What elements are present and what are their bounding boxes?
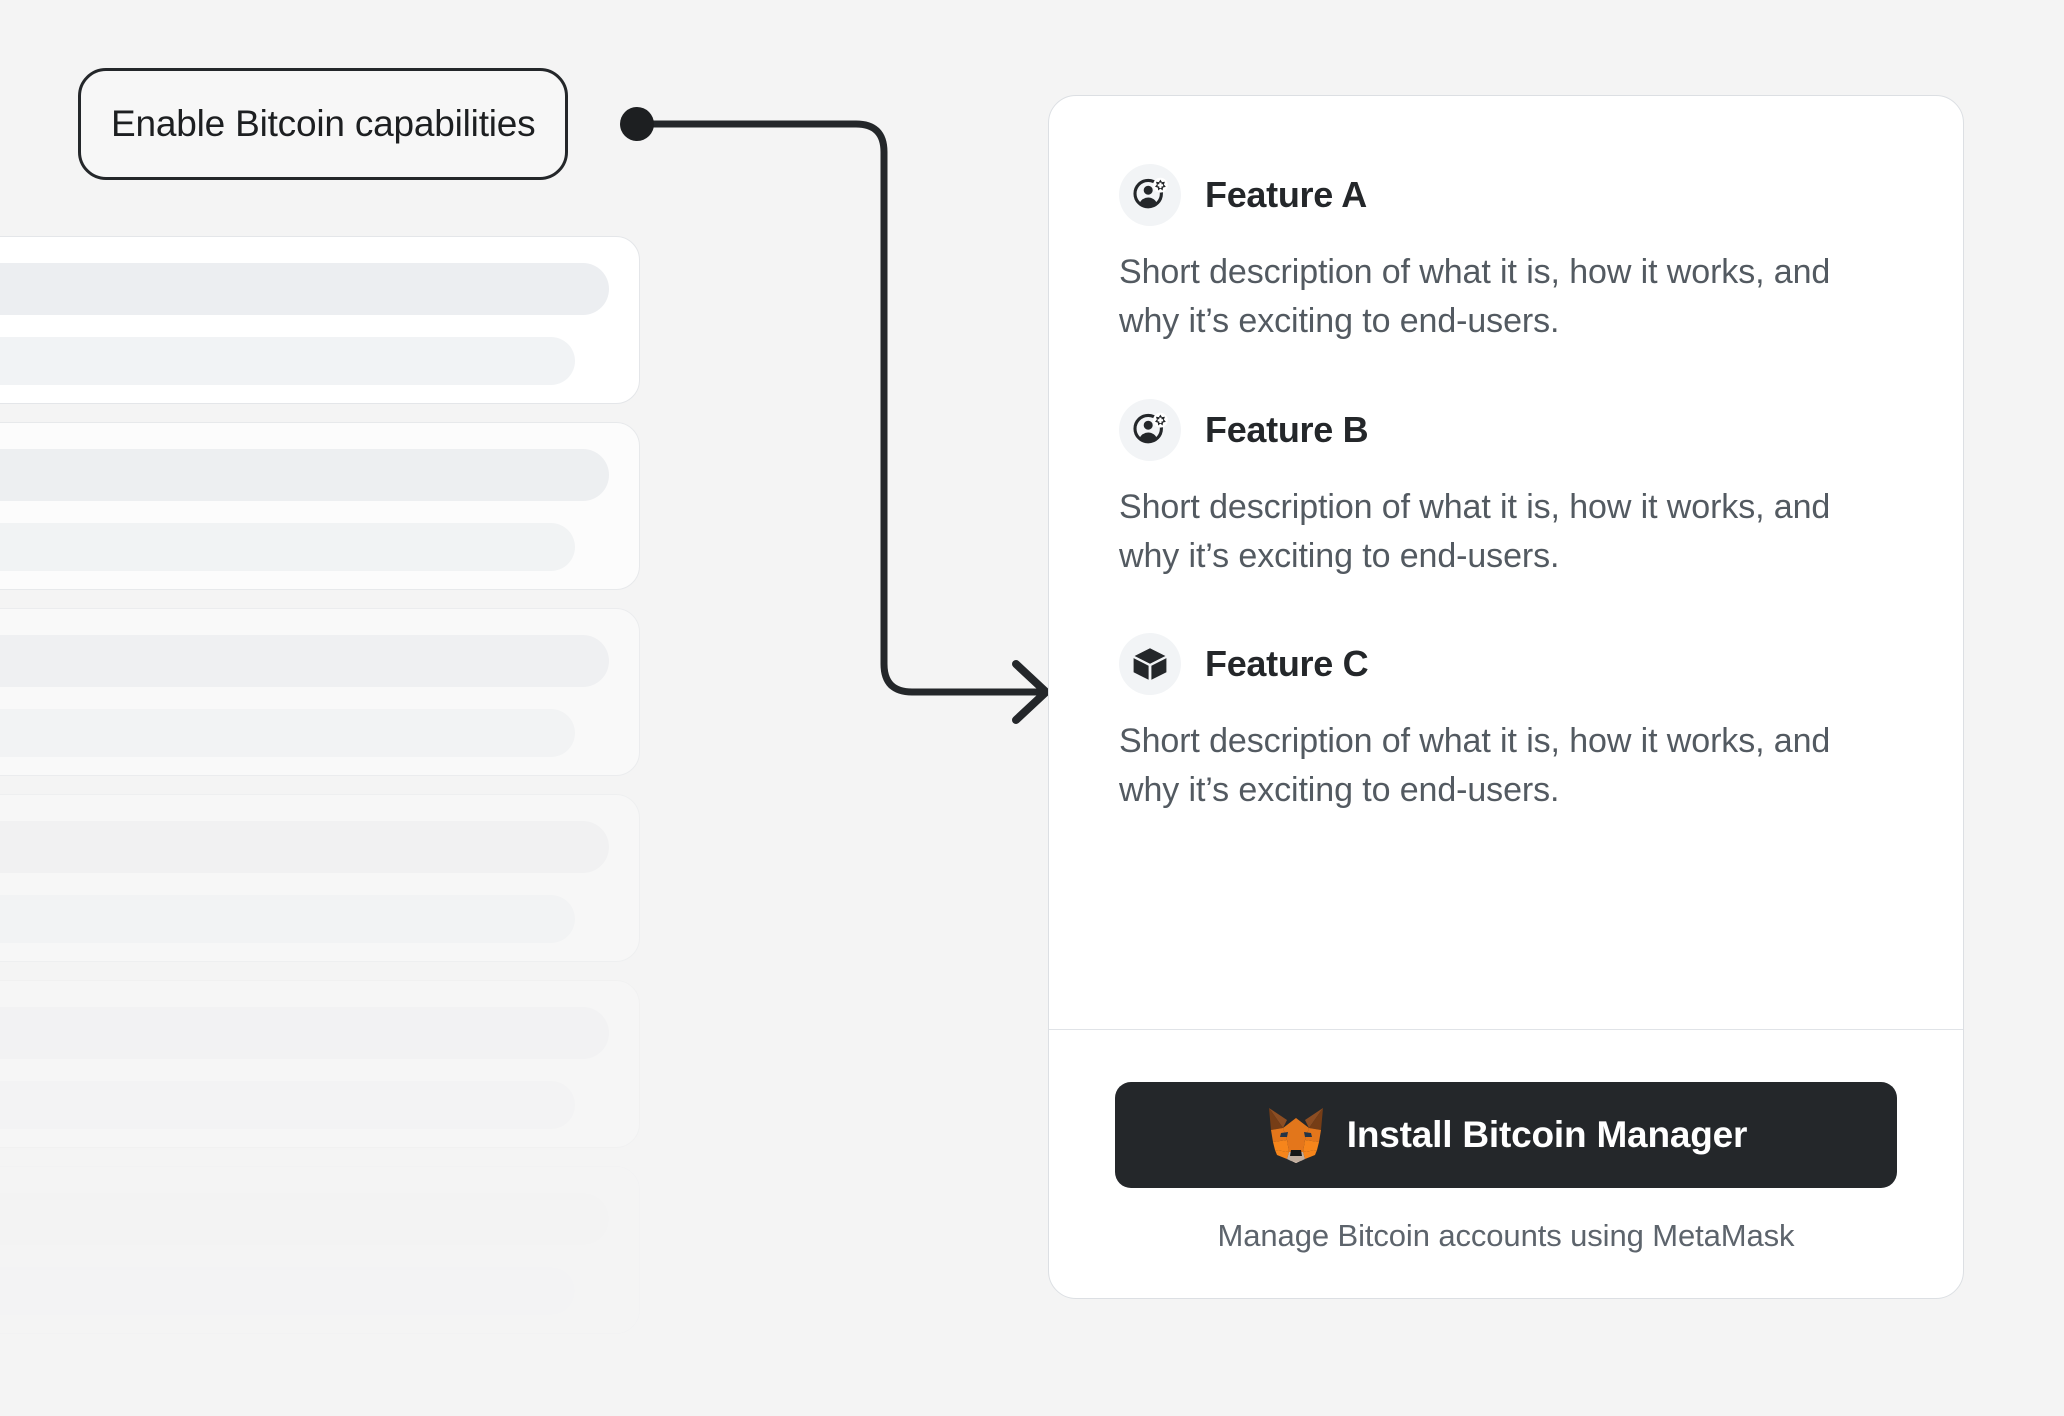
skeleton-card	[0, 980, 640, 1148]
skeleton-card	[0, 422, 640, 590]
skeleton-bar	[0, 821, 609, 873]
skeleton-bar	[0, 263, 609, 315]
skeleton-bar	[0, 635, 609, 687]
skeleton-bar	[0, 523, 576, 571]
install-bitcoin-manager-button[interactable]: Install Bitcoin Manager	[1115, 1082, 1897, 1188]
background-skeleton-list	[0, 236, 640, 1416]
feature-header: Feature A	[1119, 164, 1893, 226]
annotation-label: Enable Bitcoin capabilities	[111, 103, 536, 144]
card-footer: Install Bitcoin Manager Manage Bitcoin a…	[1049, 1030, 1963, 1298]
feature-item: Feature B Short description of what it i…	[1119, 398, 1893, 582]
skeleton-bar	[0, 1267, 576, 1315]
card-divider	[1049, 1029, 1963, 1030]
feature-list: Feature A Short description of what it i…	[1049, 96, 1963, 977]
feature-card: Feature A Short description of what it i…	[1048, 95, 1964, 1299]
feature-item: Feature C Short description of what it i…	[1119, 633, 1893, 816]
skeleton-bar	[0, 1193, 609, 1245]
feature-header: Feature C	[1119, 633, 1893, 696]
skeleton-bar	[0, 709, 576, 757]
skeleton-card	[0, 236, 640, 404]
skeleton-bar	[0, 1081, 576, 1129]
cube-icon	[1119, 633, 1181, 696]
skeleton-card	[0, 1166, 640, 1334]
connector-path	[636, 120, 1044, 696]
feature-title: Feature A	[1205, 174, 1368, 215]
skeleton-bar	[0, 1007, 609, 1059]
skeleton-card	[0, 608, 640, 776]
install-caption: Manage Bitcoin accounts using MetaMask	[1217, 1218, 1795, 1253]
install-button-label: Install Bitcoin Manager	[1346, 1114, 1748, 1155]
skeleton-bar	[0, 449, 609, 501]
add-account-icon	[1119, 164, 1181, 226]
feature-item: Feature A Short description of what it i…	[1119, 164, 1893, 347]
feature-description: Short description of what it is, how it …	[1119, 253, 1831, 341]
metamask-fox-icon	[1265, 1106, 1327, 1164]
skeleton-bar	[0, 337, 576, 385]
feature-title: Feature C	[1205, 643, 1369, 685]
skeleton-bar	[0, 895, 576, 943]
add-account-icon	[1119, 398, 1181, 461]
feature-description: Short description of what it is, how it …	[1119, 487, 1831, 575]
annotation-callout: Enable Bitcoin capabilities	[78, 68, 569, 180]
arrowhead-icon	[1012, 660, 1050, 724]
connector-dot	[620, 107, 654, 141]
feature-description: Short description of what it is, how it …	[1119, 722, 1831, 810]
feature-title: Feature B	[1205, 408, 1369, 450]
skeleton-card	[0, 794, 640, 962]
feature-header: Feature B	[1119, 398, 1893, 461]
